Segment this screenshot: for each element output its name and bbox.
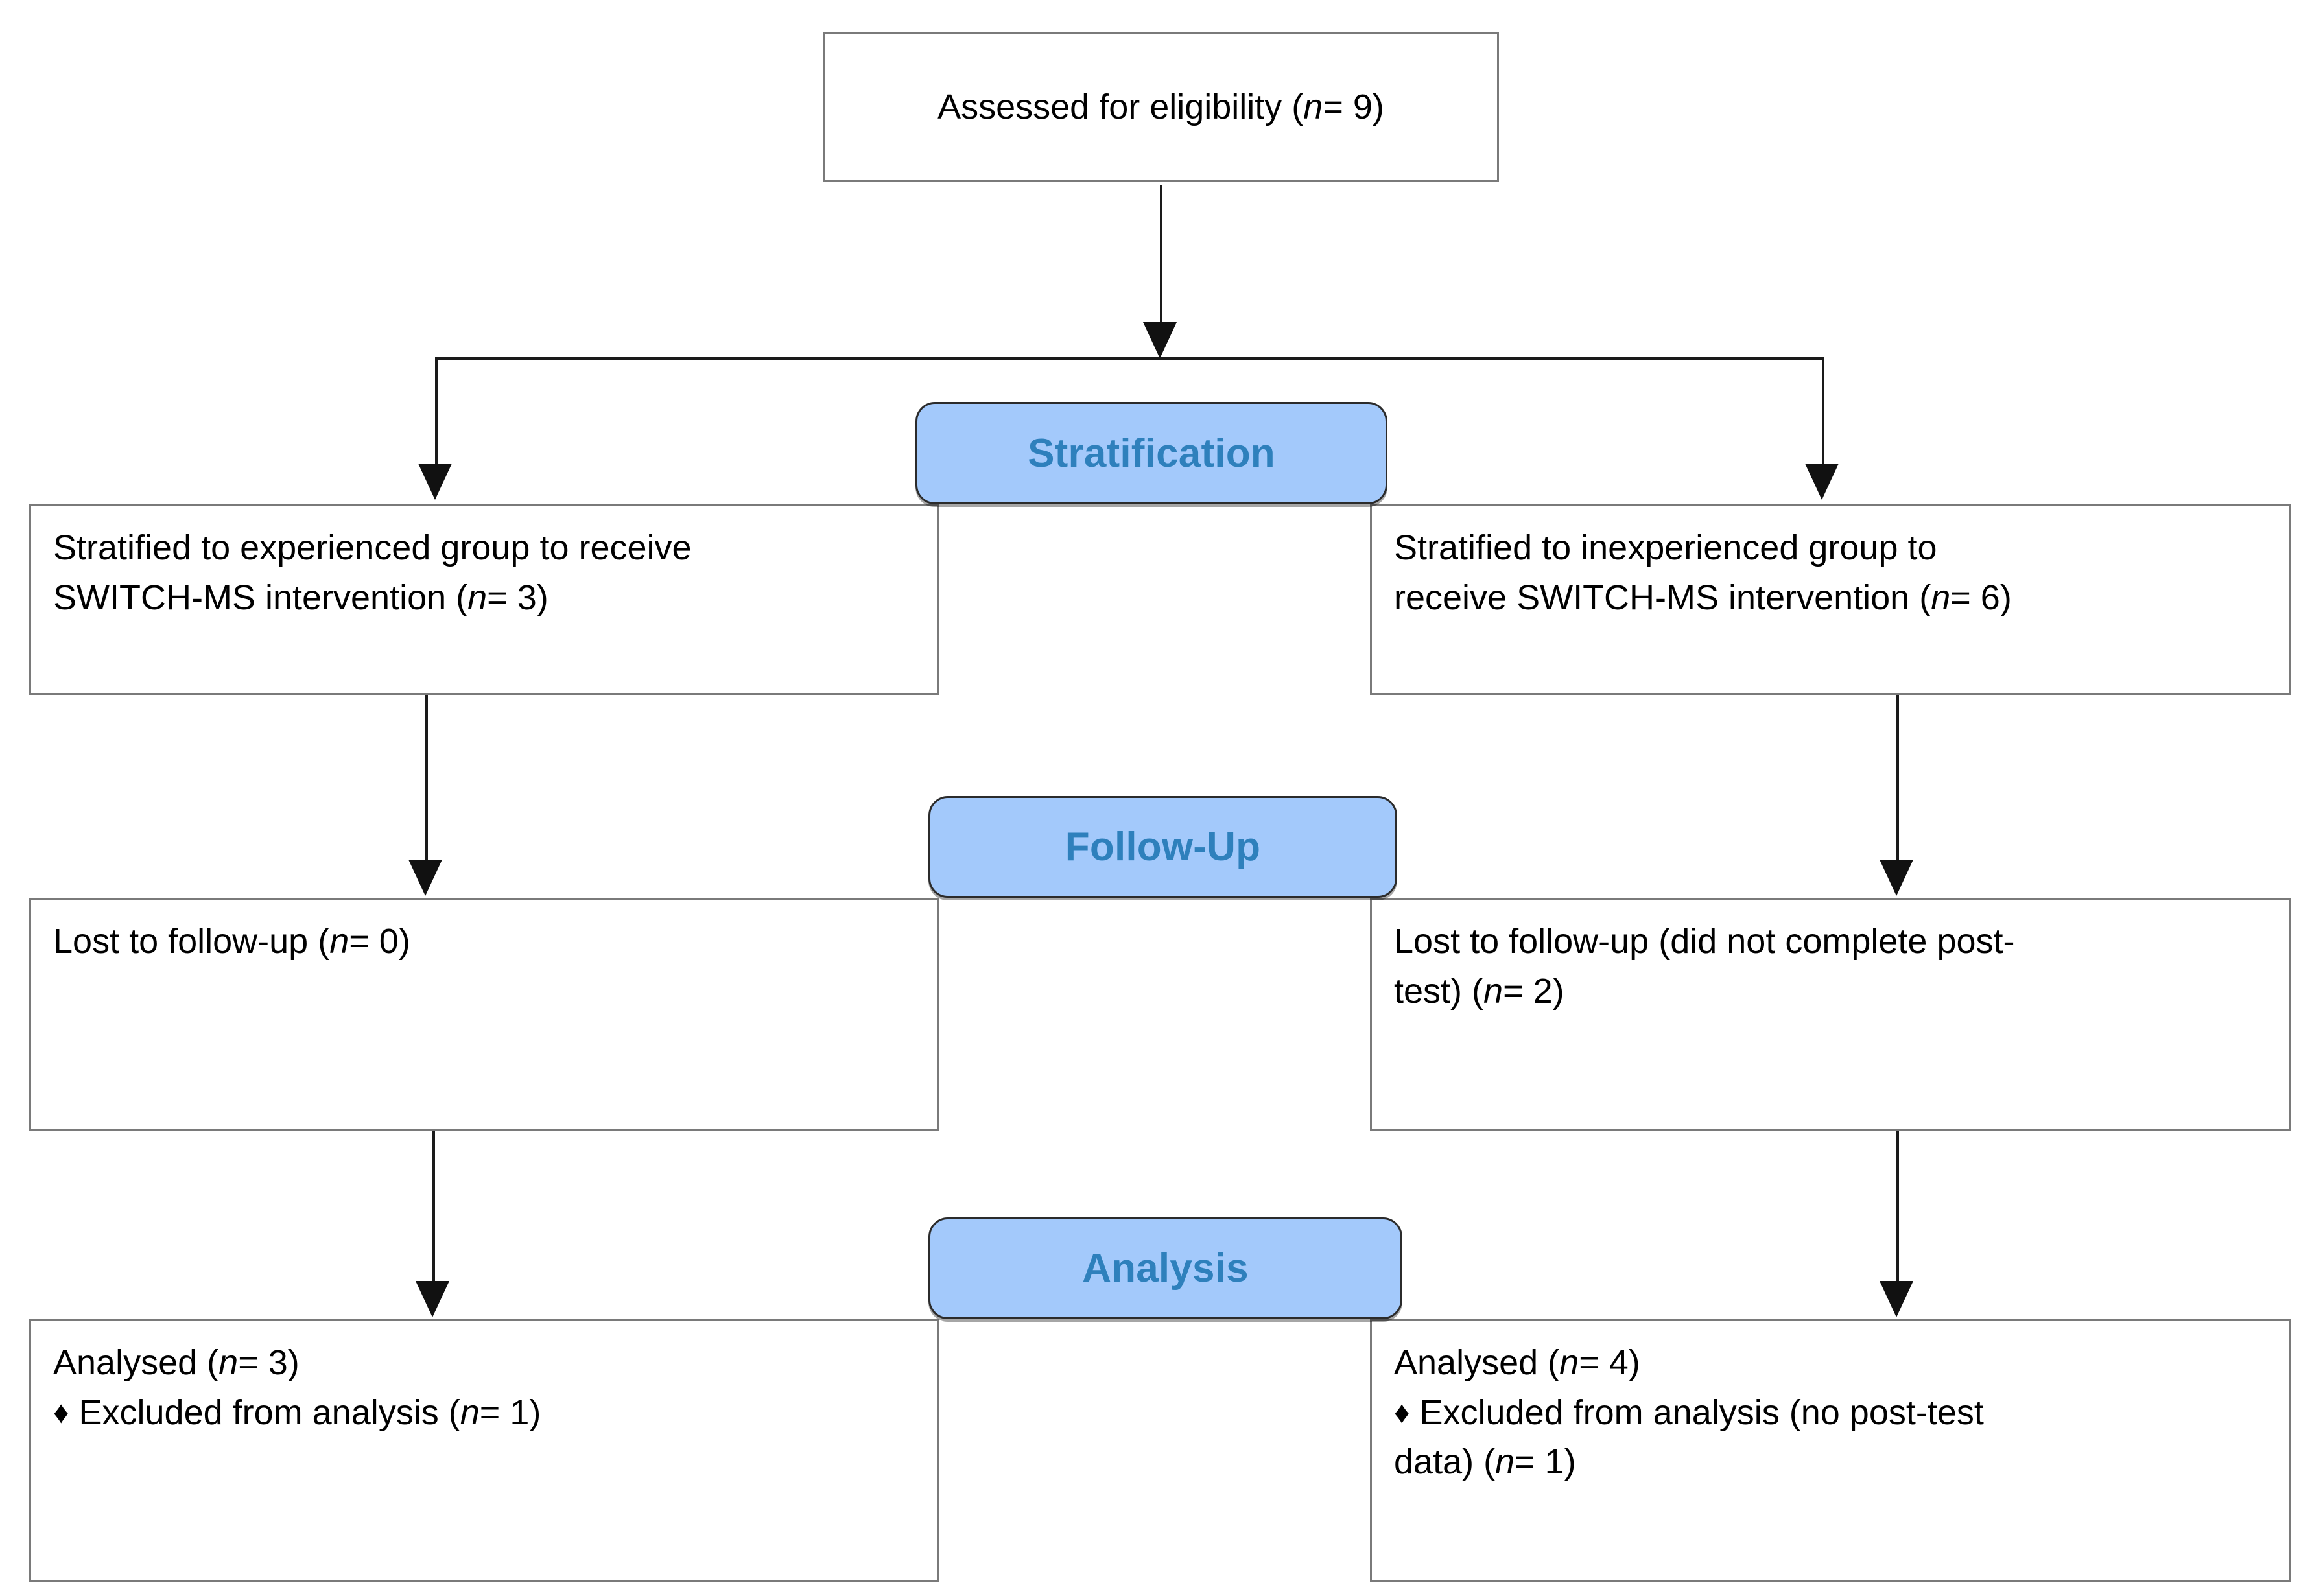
node-lost-experienced: Lost to follow-up (n= 0) — [29, 898, 939, 1131]
connector-split-to-experienced — [435, 357, 438, 467]
node-stratified-inexperienced: Stratified to inexperienced group to rec… — [1370, 504, 2291, 695]
stage-label-analysis: Analysis — [928, 1217, 1402, 1319]
stage-label-follow-up: Follow-Up — [928, 796, 1397, 898]
node-stratified-inexperienced-line1: Stratified to inexperienced group to — [1394, 528, 1937, 567]
node-analysed-inexperienced-line2: ♦ Excluded from analysis (no post-test — [1394, 1392, 1984, 1432]
stage-label-stratification: Stratification — [915, 402, 1387, 504]
node-lost-inexperienced-line2: test) (n= 2) — [1394, 971, 1564, 1011]
node-analysed-experienced-line2: ♦ Excluded from analysis (n= 1) — [53, 1392, 541, 1432]
node-stratified-experienced: Stratified to experienced group to recei… — [29, 504, 939, 695]
connector-enrollment-to-split — [1160, 185, 1162, 339]
node-analysed-inexperienced-line3: data) (n= 1) — [1394, 1442, 1576, 1482]
connector-split-to-inexperienced — [1822, 357, 1824, 467]
node-stratified-inexperienced-line2: receive SWITCH-MS intervention (n= 6) — [1394, 578, 2012, 617]
italic-n: n — [460, 1392, 480, 1432]
diamond-bullet-icon: ♦ — [1394, 1395, 1410, 1430]
arrowhead-inexperienced-lost — [1880, 860, 1913, 896]
italic-n: n — [467, 578, 488, 617]
italic-n: n — [1483, 971, 1503, 1011]
stage-label-follow-up-text: Follow-Up — [1065, 825, 1261, 869]
node-stratified-experienced-line2: SWITCH-MS intervention (n= 3) — [53, 578, 548, 617]
node-lost-inexperienced: Lost to follow-up (did not complete post… — [1370, 898, 2291, 1131]
connector-experienced-to-lost — [425, 695, 428, 862]
italic-n: n — [329, 922, 349, 961]
arrowhead-experienced-lost — [408, 860, 442, 896]
node-analysed-experienced-line1: Analysed (n= 3) — [53, 1343, 300, 1382]
arrowhead-lost-inexperienced-analysed — [1880, 1281, 1913, 1317]
diamond-bullet-icon: ♦ — [53, 1395, 69, 1430]
italic-n: n — [218, 1343, 239, 1382]
italic-n: n — [1303, 87, 1323, 126]
node-assessed-text: Assessed for eligibility (n= 9) — [937, 87, 1384, 126]
italic-n: n — [1495, 1442, 1515, 1482]
node-analysed-inexperienced: Analysed (n= 4) ♦ Excluded from analysis… — [1370, 1319, 2291, 1582]
italic-n: n — [1931, 578, 1951, 617]
node-stratified-experienced-line1: Stratified to experienced group to recei… — [53, 528, 692, 567]
arrowhead-enrollment-split — [1143, 322, 1177, 358]
node-lost-inexperienced-line1: Lost to follow-up (did not complete post… — [1394, 922, 2015, 961]
italic-n: n — [1559, 1343, 1579, 1382]
stage-label-analysis-text: Analysis — [1082, 1246, 1249, 1291]
connector-split-bar — [436, 357, 1824, 360]
connector-lost-experienced-to-analysed — [432, 1131, 435, 1284]
node-analysed-inexperienced-line1: Analysed (n= 4) — [1394, 1343, 1640, 1382]
arrowhead-split-experienced — [418, 464, 452, 500]
node-lost-experienced-line1: Lost to follow-up (n= 0) — [53, 922, 410, 961]
arrowhead-split-inexperienced — [1805, 464, 1839, 500]
arrowhead-lost-experienced-analysed — [416, 1281, 449, 1317]
node-assessed-for-eligibility: Assessed for eligibility (n= 9) — [823, 32, 1499, 182]
connector-lost-inexperienced-to-analysed — [1896, 1131, 1899, 1284]
node-analysed-experienced: Analysed (n= 3) ♦ Excluded from analysis… — [29, 1319, 939, 1582]
stage-label-stratification-text: Stratification — [1028, 430, 1275, 476]
connector-inexperienced-to-lost — [1896, 695, 1899, 862]
